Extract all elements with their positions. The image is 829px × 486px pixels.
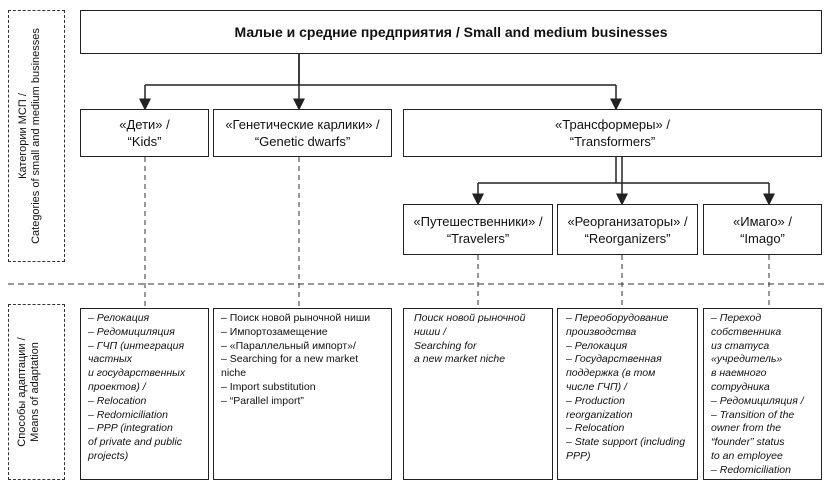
means-travelers-box bbox=[403, 308, 553, 480]
imago-en: “Imago” bbox=[740, 230, 785, 246]
root-title: Малые и средние предприятия / Small and … bbox=[234, 24, 668, 40]
category-transformers: «Трансформеры» / “Transformers” bbox=[403, 109, 822, 157]
transformers-en: “Transformers” bbox=[569, 134, 656, 149]
list-item: – “Parallel import” bbox=[221, 394, 304, 407]
imago-ru: «Имаго» / bbox=[733, 213, 792, 229]
list-item: – Redomiciliation bbox=[88, 408, 168, 421]
categories-label-ru: Категории МСП / bbox=[17, 93, 29, 179]
list-item: ниши / bbox=[414, 325, 447, 338]
list-item: a new market niche bbox=[414, 353, 506, 366]
list-item: в наемного bbox=[711, 367, 767, 380]
travelers-ru: «Путешественники» / bbox=[413, 213, 543, 229]
means-travelers-list: Поиск новой рыночной ниши / Searching fo… bbox=[414, 312, 525, 367]
list-item: – Поиск новой рыночной ниши bbox=[221, 312, 371, 324]
list-item: – Переход bbox=[711, 312, 762, 324]
root-node: Малые и средние предприятия / Small and … bbox=[80, 10, 822, 54]
list-item: – Редомициляция / bbox=[711, 394, 804, 407]
category-genetic-dwarfs: «Генетические карлики» / “Genetic dwarfs… bbox=[213, 109, 392, 157]
list-item: производства bbox=[566, 325, 637, 338]
list-item: и государственных bbox=[88, 367, 186, 380]
means-label-ru: Способы адаптации / bbox=[16, 337, 28, 447]
travelers-en: “Travelers” bbox=[446, 230, 510, 246]
list-item: – Searching for a new market bbox=[221, 353, 359, 366]
means-kids-list: – Релокация – Редомициляция – ГЧП (интег… bbox=[88, 312, 185, 464]
list-item: – Relocation bbox=[566, 422, 625, 435]
list-item: – Переоборудование bbox=[566, 312, 669, 324]
list-item: «учредитель» bbox=[711, 353, 783, 366]
dwarfs-ru: «Генетические карлики» / bbox=[225, 117, 380, 132]
list-item: из статуса bbox=[711, 339, 770, 352]
reorganizers-en: “Reorganizers” bbox=[584, 230, 671, 246]
means-reorganizers-box bbox=[557, 308, 698, 480]
kids-ru: «Дети» / bbox=[119, 117, 170, 132]
list-item: числе ГЧП) / bbox=[566, 380, 627, 393]
means-reorganizers-list: – Переоборудование производства – Релока… bbox=[566, 312, 685, 464]
means-side-label-box bbox=[8, 304, 65, 480]
list-item: – Production bbox=[566, 394, 625, 407]
list-item: – Редомициляция bbox=[88, 325, 175, 338]
list-item: – «Параллельный импорт»/ bbox=[221, 339, 356, 352]
list-item: owner from the bbox=[711, 422, 782, 435]
list-item: Поиск новой рыночной bbox=[414, 312, 526, 324]
list-item: – Государственная bbox=[566, 353, 662, 366]
category-reorganizers: «Реорганизаторы» / “Reorganizers” bbox=[557, 204, 698, 255]
list-item: PPP) bbox=[566, 449, 591, 462]
means-dwarfs-box bbox=[213, 308, 392, 480]
list-item: projects) bbox=[88, 449, 129, 462]
means-side-label: Способы адаптации / Means of adaptation bbox=[16, 304, 56, 480]
list-item: сотрудника bbox=[711, 380, 770, 393]
category-imago: «Имаго» / “Imago” bbox=[703, 204, 822, 255]
list-item: собственника bbox=[711, 325, 782, 338]
list-item: – Релокация bbox=[566, 339, 628, 352]
list-item: – Релокация bbox=[88, 312, 150, 324]
list-item: of private and public bbox=[88, 436, 182, 449]
list-item: – Relocation bbox=[88, 394, 147, 407]
transformers-ru: «Трансформеры» / bbox=[555, 117, 670, 132]
dwarfs-en: “Genetic dwarfs” bbox=[254, 134, 351, 149]
list-item: to an employee bbox=[711, 449, 783, 462]
list-item: – PPP (integration bbox=[88, 422, 173, 435]
list-item: – State support (including bbox=[566, 436, 686, 449]
list-item: – Import substitution bbox=[221, 380, 316, 393]
category-kids: «Дети» / “Kids” bbox=[80, 109, 209, 157]
list-item: частных bbox=[88, 353, 133, 366]
list-item: “founder” status bbox=[711, 436, 785, 449]
categories-label-en: Categories of small and medium businesse… bbox=[30, 28, 42, 244]
list-item: поддержка (в том bbox=[566, 367, 656, 380]
reorganizers-ru: «Реорганизаторы» / bbox=[567, 213, 688, 229]
list-item: проектов) / bbox=[88, 380, 146, 393]
means-label-en: Means of adaptation bbox=[29, 342, 41, 442]
category-travelers: «Путешественники» / “Travelers” bbox=[403, 204, 553, 255]
categories-side-label: Категории МСП / Categories of small and … bbox=[17, 10, 57, 262]
list-item: – Импортозамещение bbox=[221, 325, 328, 338]
list-item: niche bbox=[221, 367, 247, 380]
kids-en: “Kids” bbox=[127, 134, 162, 149]
means-imago-list: – Переход собственника из статуса «учред… bbox=[711, 312, 804, 478]
means-kids-box bbox=[80, 308, 209, 480]
list-item: Searching for bbox=[414, 339, 477, 352]
categories-side-label-box bbox=[8, 10, 65, 262]
list-item: reorganization bbox=[566, 408, 633, 421]
means-imago-box bbox=[703, 308, 822, 480]
list-item: – Transition of the bbox=[711, 408, 795, 421]
list-item: – Redomiciliation bbox=[711, 463, 791, 476]
list-item: – ГЧП (интеграция bbox=[88, 339, 185, 352]
means-dwarfs-list: – Поиск новой рыночной ниши – Импортозам… bbox=[221, 312, 370, 409]
